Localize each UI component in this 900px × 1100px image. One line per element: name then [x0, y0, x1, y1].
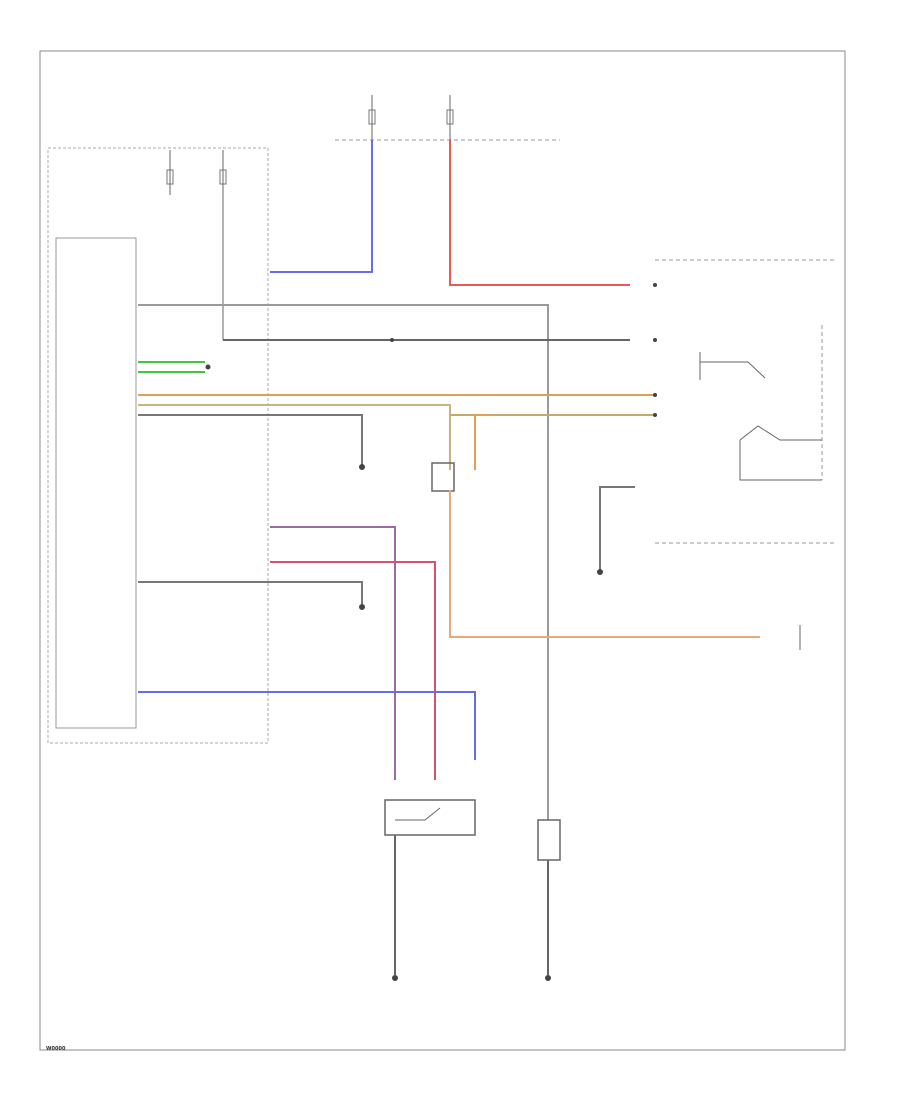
- wire-ground-right: [599, 486, 635, 570]
- junction-dot-green: [205, 364, 211, 370]
- cu-fuse-1: [166, 169, 174, 185]
- bottom-right-switch-frame: [537, 819, 561, 861]
- connector-marker-4: [653, 413, 657, 417]
- switch-right-lower-arm: [739, 425, 822, 441]
- connector-marker-1: [653, 283, 657, 287]
- wire-purple: [270, 526, 396, 780]
- fuse-right: [446, 109, 454, 125]
- cu-fuse-2: [219, 169, 227, 185]
- control-unit-frame: [47, 147, 269, 744]
- wire-red-top: [449, 140, 630, 286]
- wire-blue-bottom: [138, 691, 476, 760]
- switch-right-upper-arm: [700, 361, 766, 379]
- wire-ground-2: [138, 581, 363, 605]
- connector-block-mid: [431, 462, 455, 492]
- control-unit-inner: [55, 237, 137, 729]
- page-frame: [39, 50, 846, 1051]
- wire-orange-short: [474, 414, 490, 470]
- wire-pink: [270, 561, 436, 780]
- bottom-switch-contact: [395, 807, 441, 821]
- wire-gray-main: [138, 304, 549, 820]
- wire-peach-long: [449, 490, 760, 638]
- ground-point-bottom: [392, 975, 398, 981]
- bottom-switch-frame: [384, 799, 476, 836]
- ground-point-bottom-right: [545, 975, 551, 981]
- ground-point-1: [359, 464, 365, 470]
- wire-ground-1: [138, 414, 363, 465]
- wire-tan-2: [138, 404, 451, 470]
- junction-dot-1: [390, 338, 394, 342]
- wire-blue-top: [270, 140, 373, 273]
- ground-point-2: [359, 604, 365, 610]
- ground-point-right: [597, 569, 603, 575]
- connector-marker-3: [653, 393, 657, 397]
- diagram-id: W0000: [46, 1046, 66, 1052]
- fuse-left: [368, 109, 376, 125]
- connector-marker-2: [653, 338, 657, 342]
- switch-right-lower-leg: [739, 440, 822, 481]
